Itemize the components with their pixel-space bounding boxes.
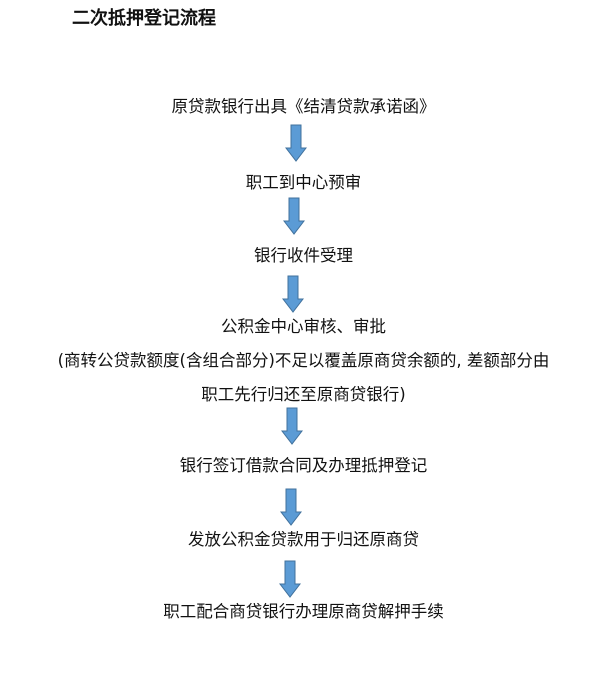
step-preliminary-review: 职工到中心预审 [245,173,362,192]
down-arrow-icon [280,488,302,526]
down-arrow-icon [281,407,303,445]
down-arrow-icon [279,560,301,598]
down-arrow-icon [282,275,304,313]
page-title: 二次抵押登记流程 [72,8,216,29]
down-arrow-icon [285,124,307,162]
step-sign-contract: 银行签订借款合同及办理抵押登记 [179,456,428,475]
step-approval-note: (商转公贷款额度(含组合部分)不足以覆盖原商贷余额的, 差额部分由 [57,351,550,370]
step-disburse-loan: 发放公积金贷款用于归还原商贷 [188,530,419,549]
step-loan-bank-letter: 原贷款银行出具《结清贷款承诺函》 [171,97,436,116]
step-approval-note-cont: 职工先行归还至原商贷银行) [201,385,406,404]
step-bank-acceptance: 银行收件受理 [254,246,353,265]
down-arrow-icon [283,197,305,235]
step-release-mortgage: 职工配合商贷银行办理原商贷解押手续 [163,602,444,621]
step-center-approval: 公积金中心审核、审批 [221,317,386,336]
